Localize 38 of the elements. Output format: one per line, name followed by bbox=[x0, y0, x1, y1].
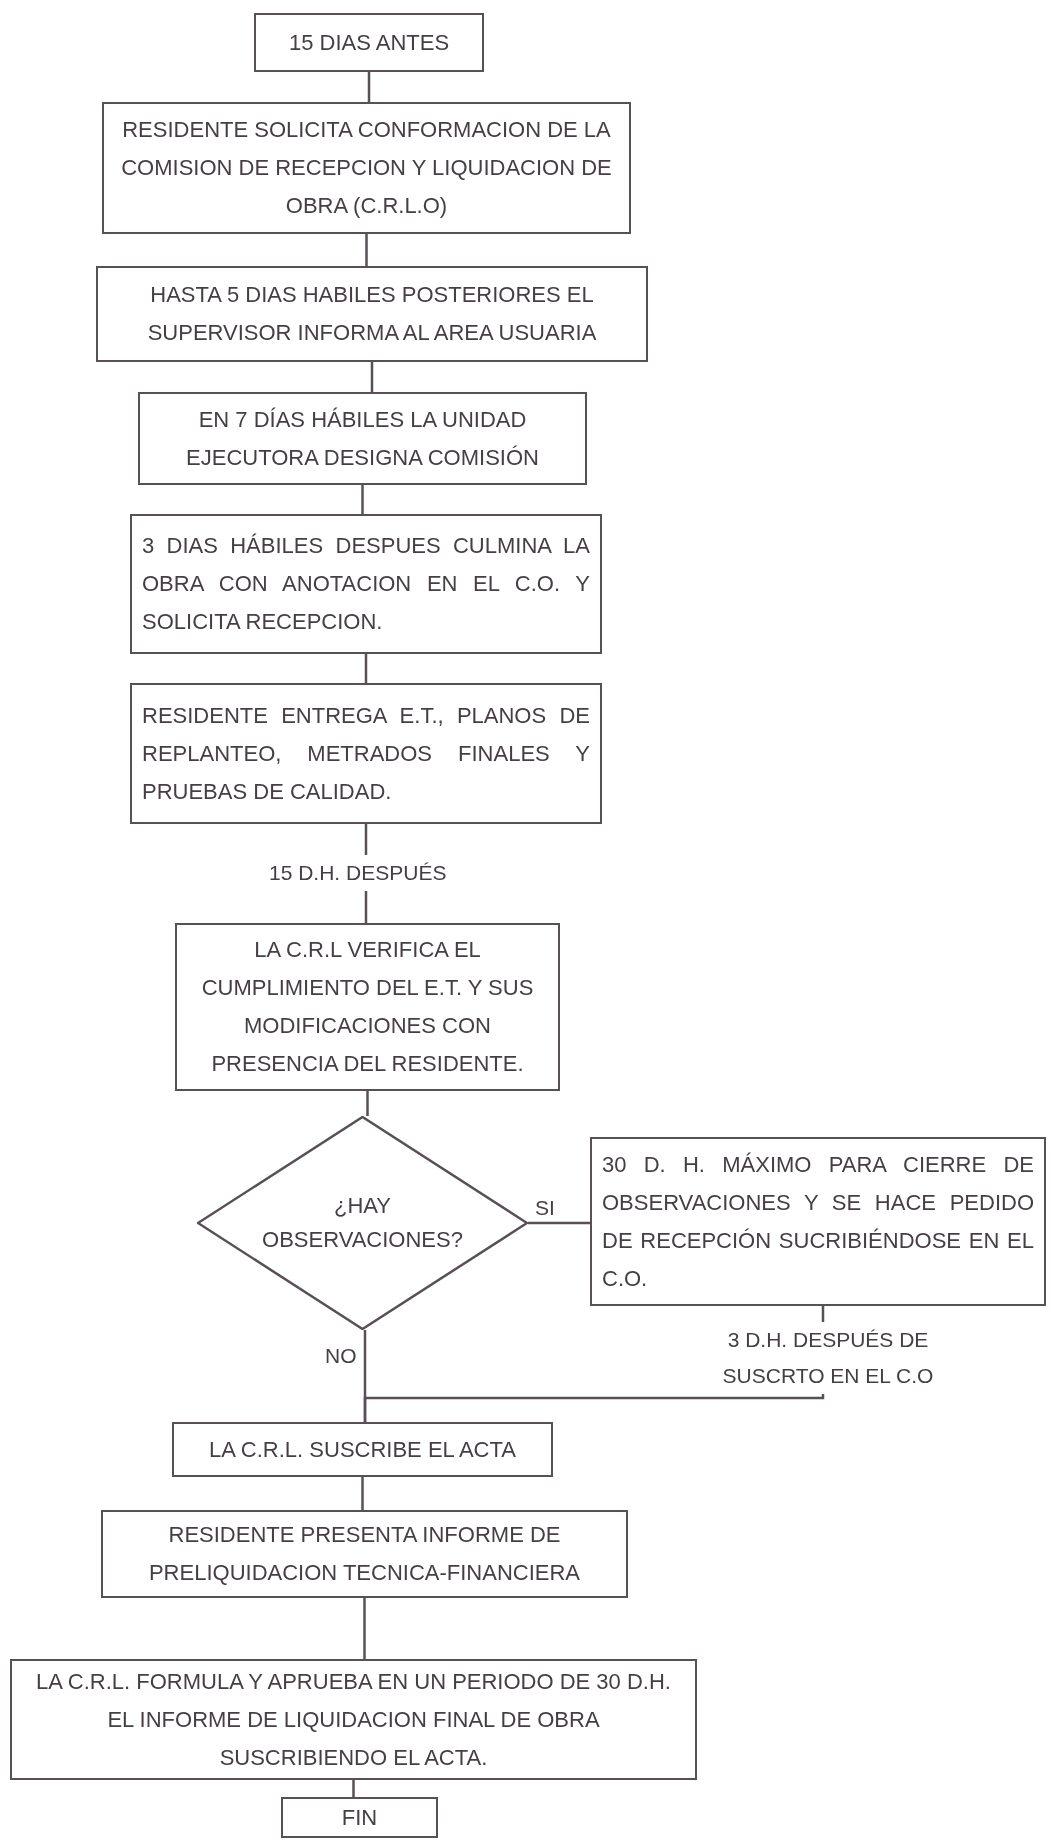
connector-line bbox=[365, 234, 368, 266]
connector-line bbox=[352, 1780, 355, 1797]
edge-label: NO bbox=[325, 1343, 357, 1369]
node-text: RESIDENTE ENTREGA E.T., PLANOS DE REPLANTEO, METRADOS FINALES Y PRUEBAS DE CALIDAD. bbox=[142, 701, 590, 806]
connector-line bbox=[361, 485, 364, 514]
process-box bbox=[172, 1422, 553, 1477]
process-box bbox=[254, 13, 484, 72]
process-box bbox=[130, 514, 602, 654]
node-text: 3 DIAS HÁBILES DESPUES CULMINA LA OBRA CON ANOTACION EN EL C.O. Y SOLICITA RECEPCION. bbox=[142, 532, 590, 636]
connector-line bbox=[367, 72, 371, 102]
process-box bbox=[130, 683, 602, 824]
process-box bbox=[175, 923, 560, 1091]
node-text: HASTA 5 DIAS HABILES POSTERIORES EL SUPERVISOR INFORMA AL AREA USUARIA bbox=[146, 281, 598, 347]
process-box bbox=[138, 392, 587, 485]
node-text: EN 7 DÍAS HÁBILES LA UNIDAD EJECUTORA DESIGNA COMISIÓN bbox=[185, 405, 540, 472]
connector-line bbox=[366, 1091, 369, 1116]
node-text: ¿HAY OBSERVACIONES? bbox=[261, 1192, 464, 1254]
node-text: 15 DIAS ANTES bbox=[288, 28, 450, 57]
process-box bbox=[281, 1797, 438, 1838]
edge-label: SI bbox=[535, 1195, 555, 1221]
node-text: RESIDENTE PRESENTA INFORME DE PRELIQUIDACION TECNICA-FINANCIERA bbox=[147, 1521, 582, 1587]
node-text: LA C.R.L VERIFICA EL CUMPLIMIENTO DEL E.T. Y SUS MODIFICACIONES CON PRESENCIA DEL RESIDENTE. bbox=[200, 936, 535, 1078]
connector-line bbox=[370, 362, 374, 392]
decision-diamond bbox=[197, 1116, 528, 1330]
node-text: 30 D. H. MÁXIMO PARA CIERRE DE OBSERVACIONES Y SE HACE PEDIDO DE RECEPCIÓN SUCRIBIÉNDOSE EN EL C.O. bbox=[602, 1150, 1034, 1293]
process-box bbox=[101, 1510, 628, 1598]
process-box bbox=[96, 266, 648, 362]
node-text: LA C.R.L. FORMULA Y APRUEBA EN UN PERIODO DE 30 D.H. EL INFORME DE LIQUIDACION FINAL DE OBRA SUSCRIBIENDO EL ACTA. bbox=[35, 1667, 672, 1772]
node-text: LA C.R.L. SUSCRIBE EL ACTA bbox=[209, 1435, 516, 1464]
connector-line bbox=[361, 1477, 364, 1510]
process-box bbox=[10, 1659, 697, 1780]
node-text: RESIDENTE SOLICITA CONFORMACION DE LA COMISION DE RECEPCION Y LIQUIDACION DE OBRA (C.R.L.O) bbox=[120, 116, 613, 220]
process-box bbox=[590, 1137, 1046, 1306]
connector-line bbox=[363, 1598, 366, 1659]
process-box bbox=[102, 102, 631, 234]
connector-line bbox=[364, 654, 368, 683]
connector-line bbox=[528, 1221, 590, 1225]
node-text: FIN bbox=[341, 1803, 378, 1832]
